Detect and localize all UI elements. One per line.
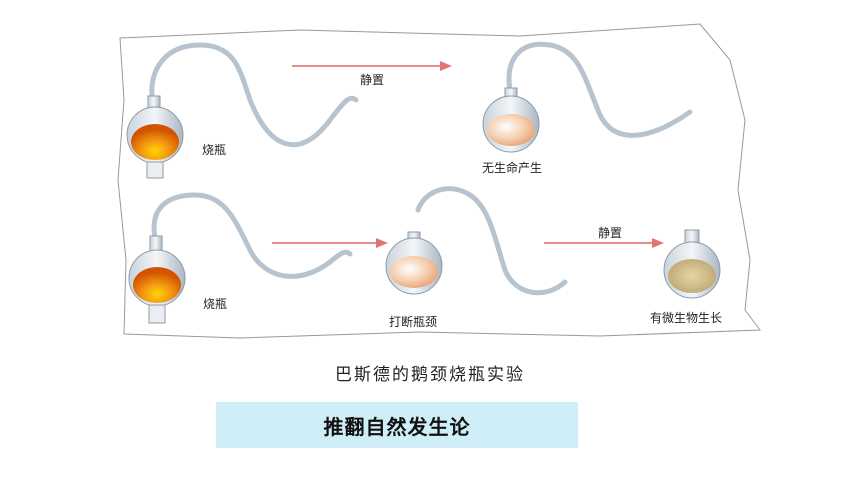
- flask-microbes: [663, 229, 721, 299]
- label-flask-bottom: 烧瓶: [203, 297, 227, 311]
- figure-caption: 巴斯德的鹅颈烧瓶实验: [335, 365, 525, 385]
- flask-no-life: [482, 41, 693, 153]
- paper-panel: [117, 23, 761, 339]
- flask-heated-bottom: [128, 192, 353, 324]
- arrow-rest-top: [292, 61, 452, 71]
- label-microbes-grow: 有微生物生长: [650, 311, 722, 325]
- label-flask-top: 烧瓶: [202, 143, 226, 157]
- arrow-break: [272, 238, 388, 248]
- label-no-life: 无生命产生: [482, 160, 542, 175]
- flask-heated-top: [126, 42, 359, 179]
- label-rest-top: 静置: [360, 73, 384, 87]
- arrow-rest-bottom: [544, 238, 664, 248]
- label-rest-bottom: 静置: [598, 226, 622, 240]
- label-break-neck: 打断瓶颈: [389, 314, 437, 329]
- conclusion-banner: 推翻自然发生论: [216, 402, 578, 448]
- flask-broken-neck: [385, 186, 568, 296]
